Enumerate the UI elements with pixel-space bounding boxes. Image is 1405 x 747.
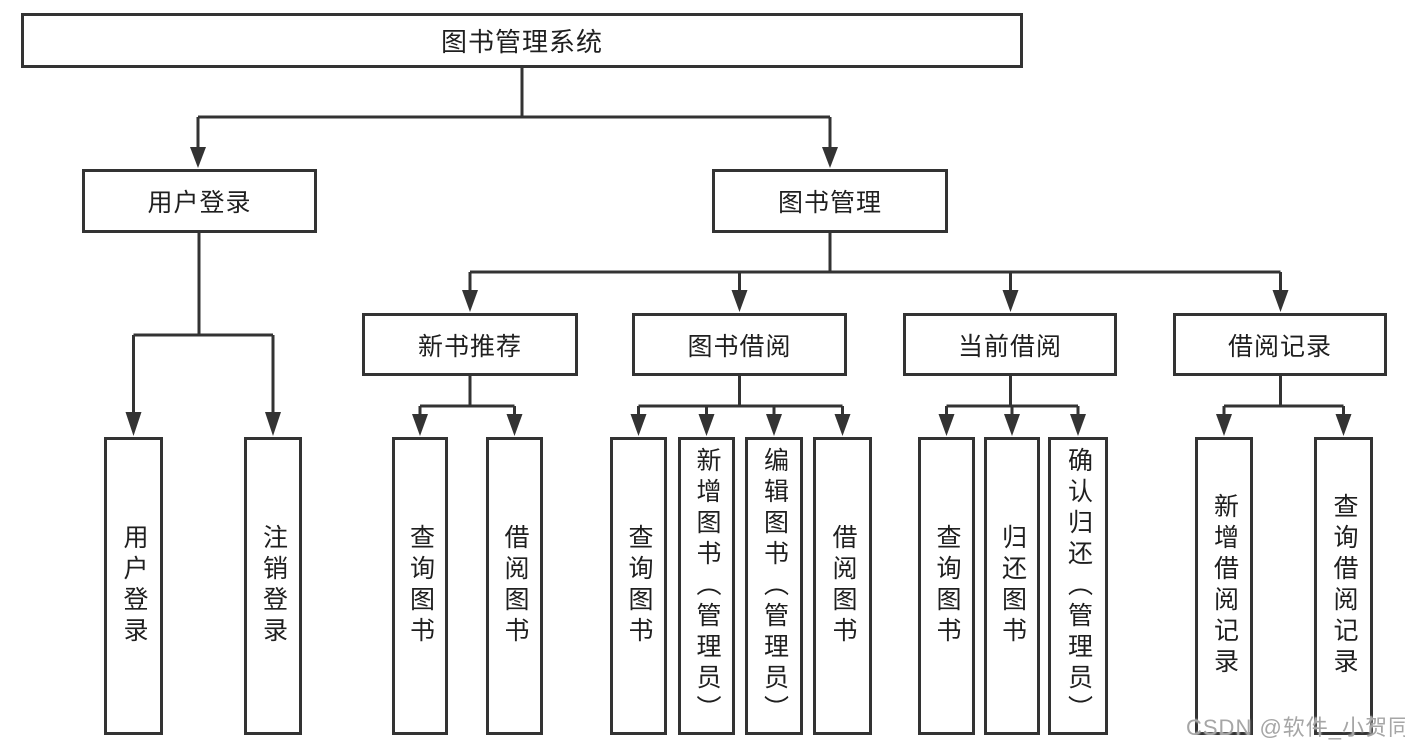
- leaf-user-login: 用户登录: [104, 437, 163, 735]
- leaf-add-book-admin: 新增图书（管理员）: [678, 437, 735, 735]
- node-current-borrow: 当前借阅: [903, 313, 1117, 376]
- leaf-logout: 注销登录: [244, 437, 302, 735]
- leaf-query-books-current: 查询图书: [918, 437, 975, 735]
- node-book-management: 图书管理: [712, 169, 948, 233]
- leaf-add-borrow-record: 新增借阅记录: [1195, 437, 1253, 735]
- leaf-edit-book-admin: 编辑图书（管理员）: [745, 437, 803, 735]
- leaf-query-books-borrow: 查询图书: [610, 437, 667, 735]
- node-root-system: 图书管理系统: [21, 13, 1023, 68]
- node-borrow-records: 借阅记录: [1173, 313, 1387, 376]
- csdn-watermark: CSDN @软件_小贺同学: [1186, 715, 1405, 740]
- leaf-confirm-return-admin: 确认归还（管理员）: [1048, 437, 1108, 735]
- leaf-borrow-books: 借阅图书: [813, 437, 872, 735]
- node-book-borrow: 图书借阅: [632, 313, 847, 376]
- node-user-login: 用户登录: [82, 169, 317, 233]
- leaf-query-borrow-record: 查询借阅记录: [1314, 437, 1373, 735]
- leaf-borrow-books-recommend: 借阅图书: [486, 437, 543, 735]
- leaf-return-book: 归还图书: [984, 437, 1040, 735]
- leaf-query-books-recommend: 查询图书: [392, 437, 448, 735]
- node-new-book-recommend: 新书推荐: [362, 313, 578, 376]
